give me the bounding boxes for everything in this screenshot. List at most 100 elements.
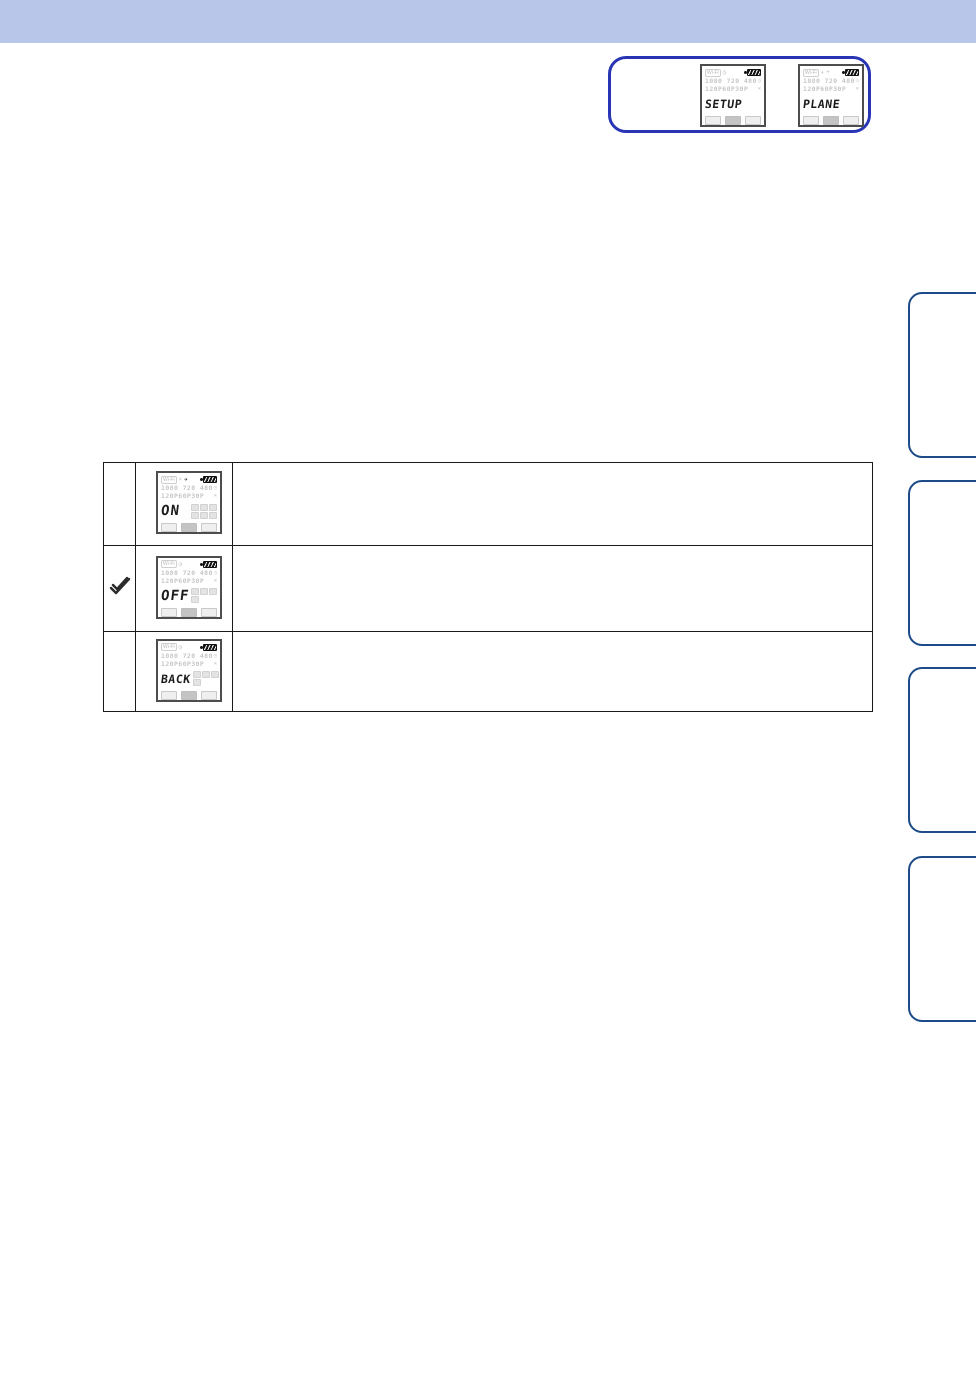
- resolution-indicators: 1080 720 480◷: [705, 77, 761, 85]
- battery-icon: [200, 643, 217, 651]
- lcd-button-row: [803, 116, 859, 125]
- lcd-screen-on: Wi-Fi × ✈ 1080 720 480◷ 120P60P30P× ON: [156, 471, 222, 534]
- lcd-status-row: Wi-Fi ◷: [161, 643, 217, 652]
- lcd-main-row: OFF: [160, 585, 218, 607]
- lcd-main-text-plane: PLANE: [802, 97, 841, 111]
- lcd-status-row: Wi-Fi ✈ +: [803, 68, 859, 77]
- battery-icon: [744, 69, 761, 76]
- timer-small-icon: ◷: [213, 485, 217, 491]
- playback-icon: [843, 116, 859, 125]
- lcd-screen-back: Wi-Fi ◷ 1080 720 480◷ 120P60P30P× BACK: [156, 638, 222, 702]
- format-boxes: [192, 671, 219, 686]
- plus-icon: +: [826, 69, 830, 76]
- interval-icon: [705, 116, 721, 125]
- default-check-cell: [103, 462, 136, 546]
- wifi-icon: Wi-Fi: [705, 68, 721, 77]
- default-check-cell: [103, 631, 136, 712]
- mic-small-icon: ×: [213, 577, 217, 584]
- side-nav-tab-3[interactable]: [908, 667, 976, 833]
- camera-icon: [181, 523, 197, 532]
- timer-small-icon: ◷: [855, 78, 859, 84]
- lcd-main-row: BACK: [160, 668, 219, 690]
- format-boxes: [191, 503, 217, 519]
- framerate-indicators: 120P60P30P×: [803, 85, 859, 93]
- lcd-screen-off: Wi-Fi ◷ 1080 720 480◷ 120P60P30P× OFF: [156, 555, 222, 619]
- mic-small-icon: ×: [855, 86, 859, 92]
- side-nav-tab-2[interactable]: [908, 480, 976, 646]
- table-row: Wi-Fi × ✈ 1080 720 480◷ 120P60P30P× ON: [103, 462, 873, 546]
- lcd-main-row: ON: [160, 500, 217, 522]
- resolution-indicators: 1080 720 480◷: [803, 77, 859, 85]
- lcd-main-text-on: ON: [160, 503, 181, 519]
- screen-cell: Wi-Fi ◷ 1080 720 480◷ 120P60P30P× OFF: [135, 545, 233, 632]
- description-cell: [232, 462, 873, 546]
- timer-icon: ◷: [178, 643, 183, 651]
- lcd-main-text-back: BACK: [160, 671, 192, 686]
- wifi-icon: Wi-Fi: [161, 475, 177, 484]
- playback-icon: [201, 523, 217, 532]
- description-cell: [232, 545, 873, 632]
- default-check-cell: [103, 545, 136, 632]
- playback-icon: [201, 690, 217, 700]
- battery-icon: [200, 476, 217, 483]
- framerate-indicators: 120P60P30P×: [161, 492, 217, 500]
- setup-plane-box: Wi-Fi ◷ 1080 720 480◷ 120P60P30P× SETUP …: [608, 56, 871, 133]
- lcd-screen-plane: Wi-Fi ✈ + 1080 720 480◷ 120P60P30P× PLAN…: [798, 64, 864, 127]
- timer-small-icon: ◷: [213, 569, 217, 576]
- side-nav-tab-4[interactable]: [908, 856, 976, 1022]
- mic-small-icon: ×: [757, 86, 761, 92]
- timer-small-icon: ◷: [757, 78, 761, 84]
- resolution-indicators: 1080 720 480◷: [161, 484, 217, 492]
- framerate-indicators: 120P60P30P×: [161, 659, 217, 668]
- lcd-main-text-off: OFF: [160, 587, 191, 604]
- timer-icon: ◷: [722, 69, 727, 76]
- battery-icon: [200, 560, 217, 568]
- timer-icon: ◷: [178, 560, 183, 568]
- page-header-bar: [0, 0, 976, 43]
- interval-icon: [161, 523, 177, 532]
- default-checkmark-icon: [109, 576, 130, 595]
- camera-icon: [181, 607, 197, 617]
- lcd-button-row: [161, 690, 217, 700]
- screen-cell: Wi-Fi ◷ 1080 720 480◷ 120P60P30P× BACK: [135, 631, 233, 712]
- resolution-indicators: 1080 720 480◷: [161, 568, 217, 577]
- battery-icon: [842, 69, 859, 76]
- framerate-indicators: 120P60P30P×: [705, 85, 761, 93]
- airplane-grey-icon: ✈: [820, 69, 825, 76]
- camera-icon: [823, 116, 839, 125]
- cross-icon: ×: [178, 476, 183, 483]
- airplane-icon: ✈: [184, 476, 188, 483]
- lcd-button-row: [705, 116, 761, 125]
- playback-icon: [201, 607, 217, 617]
- format-boxes: [191, 588, 218, 603]
- table-row: Wi-Fi ◷ 1080 720 480◷ 120P60P30P× OFF: [103, 545, 873, 632]
- lcd-status-row: Wi-Fi ◷: [705, 68, 761, 77]
- camera-icon: [725, 116, 741, 125]
- airplane-mode-settings-table: Wi-Fi × ✈ 1080 720 480◷ 120P60P30P× ON: [103, 462, 873, 712]
- playback-icon: [745, 116, 761, 125]
- interval-icon: [803, 116, 819, 125]
- mic-small-icon: ×: [213, 660, 217, 667]
- lcd-status-row: Wi-Fi × ✈: [161, 475, 217, 484]
- table-row: Wi-Fi ◷ 1080 720 480◷ 120P60P30P× BACK: [103, 631, 873, 712]
- lcd-status-row: Wi-Fi ◷: [161, 560, 217, 569]
- framerate-indicators: 120P60P30P×: [161, 576, 217, 585]
- side-nav-tab-1[interactable]: [908, 292, 976, 458]
- lcd-screen-setup: Wi-Fi ◷ 1080 720 480◷ 120P60P30P× SETUP: [700, 64, 766, 127]
- description-cell: [232, 631, 873, 712]
- interval-icon: [161, 607, 177, 617]
- timer-small-icon: ◷: [213, 652, 217, 659]
- wifi-icon: Wi-Fi: [803, 68, 819, 77]
- mic-small-icon: ×: [213, 493, 217, 499]
- lcd-button-row: [161, 523, 217, 532]
- lcd-button-row: [161, 607, 217, 617]
- wifi-icon: Wi-Fi: [161, 560, 177, 568]
- interval-icon: [161, 690, 177, 700]
- lcd-main-row: SETUP: [704, 93, 761, 115]
- screen-cell: Wi-Fi × ✈ 1080 720 480◷ 120P60P30P× ON: [135, 462, 233, 546]
- lcd-main-text-setup: SETUP: [704, 97, 743, 111]
- lcd-main-row: PLANE: [802, 93, 859, 115]
- wifi-icon: Wi-Fi: [161, 643, 177, 651]
- camera-icon: [181, 690, 197, 700]
